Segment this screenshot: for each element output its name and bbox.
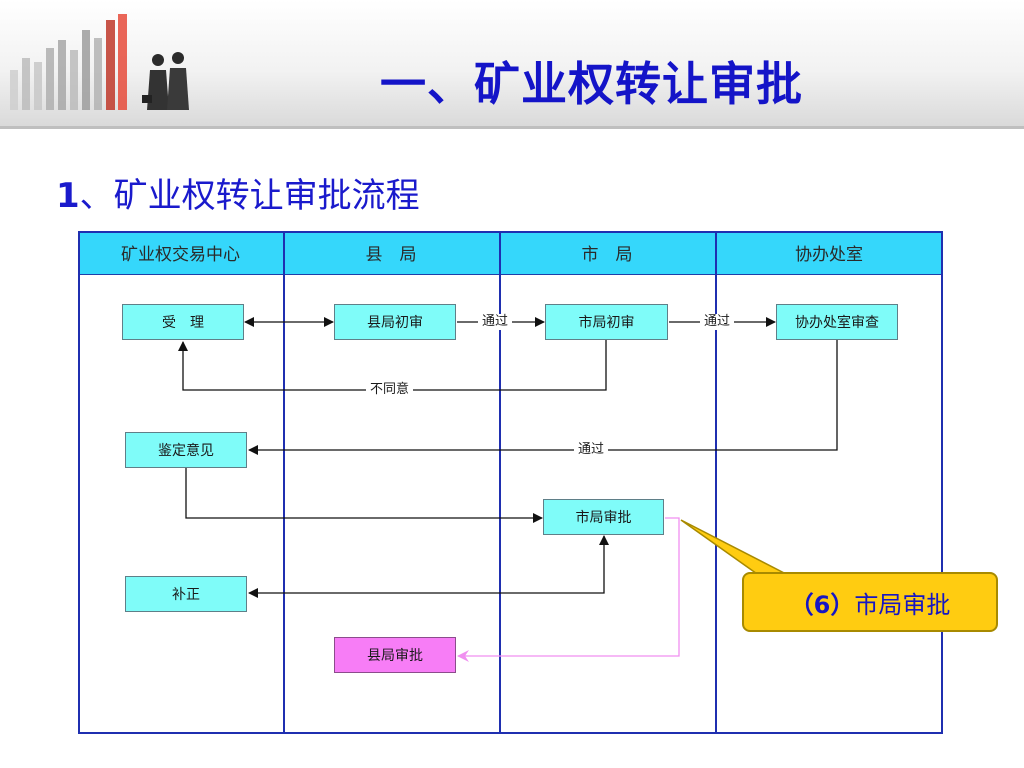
lane-header-city-bureau: 市 局: [499, 231, 715, 275]
lane-border-right: [941, 231, 943, 734]
section-subtitle: 1、矿业权转让审批流程: [56, 168, 420, 217]
slide-title: 一、矿业权转让审批: [380, 57, 803, 111]
lane-border-1: [283, 231, 285, 734]
co-office-review-box: 协办处室审查: [776, 304, 898, 340]
lane-border-2: [499, 231, 501, 734]
county-initial-review-box: 县局初审: [334, 304, 456, 340]
pass-label-3: 通过: [574, 442, 609, 458]
lane-border-left: [78, 231, 80, 734]
lane-header-co-office: 协办处室: [715, 231, 943, 275]
callout-box: （6）市局审批: [742, 572, 998, 632]
accept-box: 受 理: [122, 304, 244, 340]
diagram-top-border: [78, 231, 943, 233]
callout-number: （6）: [789, 590, 855, 619]
callout-text: 市局审批: [854, 590, 951, 619]
city-approval-box: 市局审批: [543, 499, 664, 535]
disagree-label: 不同意: [366, 382, 414, 398]
pass-label-2: 通过: [700, 314, 735, 330]
city-initial-review-box: 市局初审: [545, 304, 668, 340]
section-number: 1: [56, 176, 80, 216]
section-subtitle-text: 、矿业权转让审批流程: [79, 176, 420, 216]
diagram-bottom-border: [78, 732, 943, 734]
pass-label-1: 通过: [478, 314, 513, 330]
header-divider: [0, 126, 1024, 129]
county-approval-box: 县局审批: [334, 637, 456, 673]
business-logo-icon: [10, 14, 189, 110]
appraisal-opinion-box: 鉴定意见: [125, 432, 247, 468]
lane-header-county-bureau: 县 局: [283, 231, 499, 275]
supplement-box: 补正: [125, 576, 247, 612]
lane-header-trading-center: 矿业权交易中心: [78, 231, 283, 275]
lane-border-3: [715, 231, 717, 734]
